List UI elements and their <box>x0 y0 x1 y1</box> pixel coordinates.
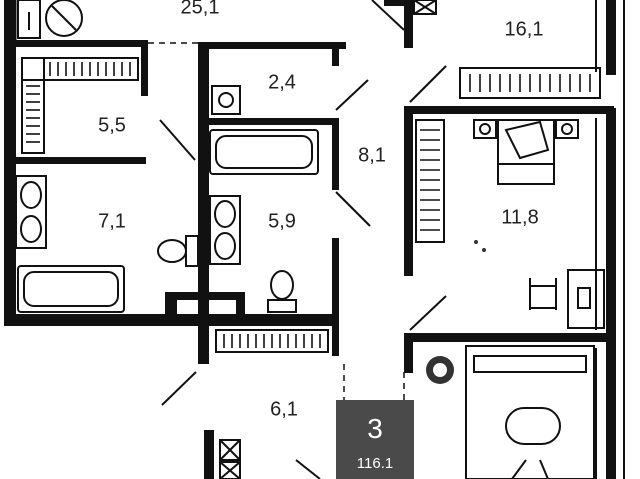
bed-double <box>465 345 595 479</box>
room-area-bathroom-1: 5,9 <box>268 210 296 232</box>
windows <box>15 0 625 479</box>
zone-lines <box>148 42 405 400</box>
desk-chair <box>529 269 605 329</box>
room-labels: 25,1 16,1 2,4 5,5 8,1 5,9 7,1 11,8 6,1 <box>98 0 543 420</box>
room-area-corridor: 8,1 <box>358 144 386 166</box>
room-area-wardrobe: 5,5 <box>98 114 126 136</box>
toilet-1 <box>267 270 297 313</box>
room-count: 3 <box>367 413 383 444</box>
room-area-entrance: 6,1 <box>270 398 298 420</box>
double-sink-1 <box>209 195 241 265</box>
room-area-bedroom-1: 16,1 <box>505 18 544 40</box>
utility-box-entrance <box>219 439 241 479</box>
summary-badge: 3 116.1 <box>336 400 414 479</box>
toilet-2 <box>157 235 199 267</box>
room-area-bedroom-2: 11,8 <box>501 206 538 228</box>
bathtub-1 <box>209 129 319 175</box>
laundry-fixture <box>17 0 83 39</box>
room-area-bathroom-2: 7,1 <box>98 210 126 232</box>
hall-sink <box>211 85 241 115</box>
plant <box>426 356 454 384</box>
bed-single <box>473 119 579 185</box>
total-area: 116.1 <box>357 455 393 472</box>
bathtub-2 <box>17 265 125 313</box>
decor-dots <box>474 240 486 252</box>
wardrobe-shelves <box>21 57 601 353</box>
room-area-living: 25,1 <box>181 0 220 18</box>
summary-badge-bg <box>336 400 414 479</box>
double-sink-2 <box>15 175 47 249</box>
room-area-hall: 2,4 <box>268 71 296 93</box>
walls <box>4 0 616 479</box>
utility-box-top <box>413 0 437 15</box>
door-swings <box>159 0 549 479</box>
